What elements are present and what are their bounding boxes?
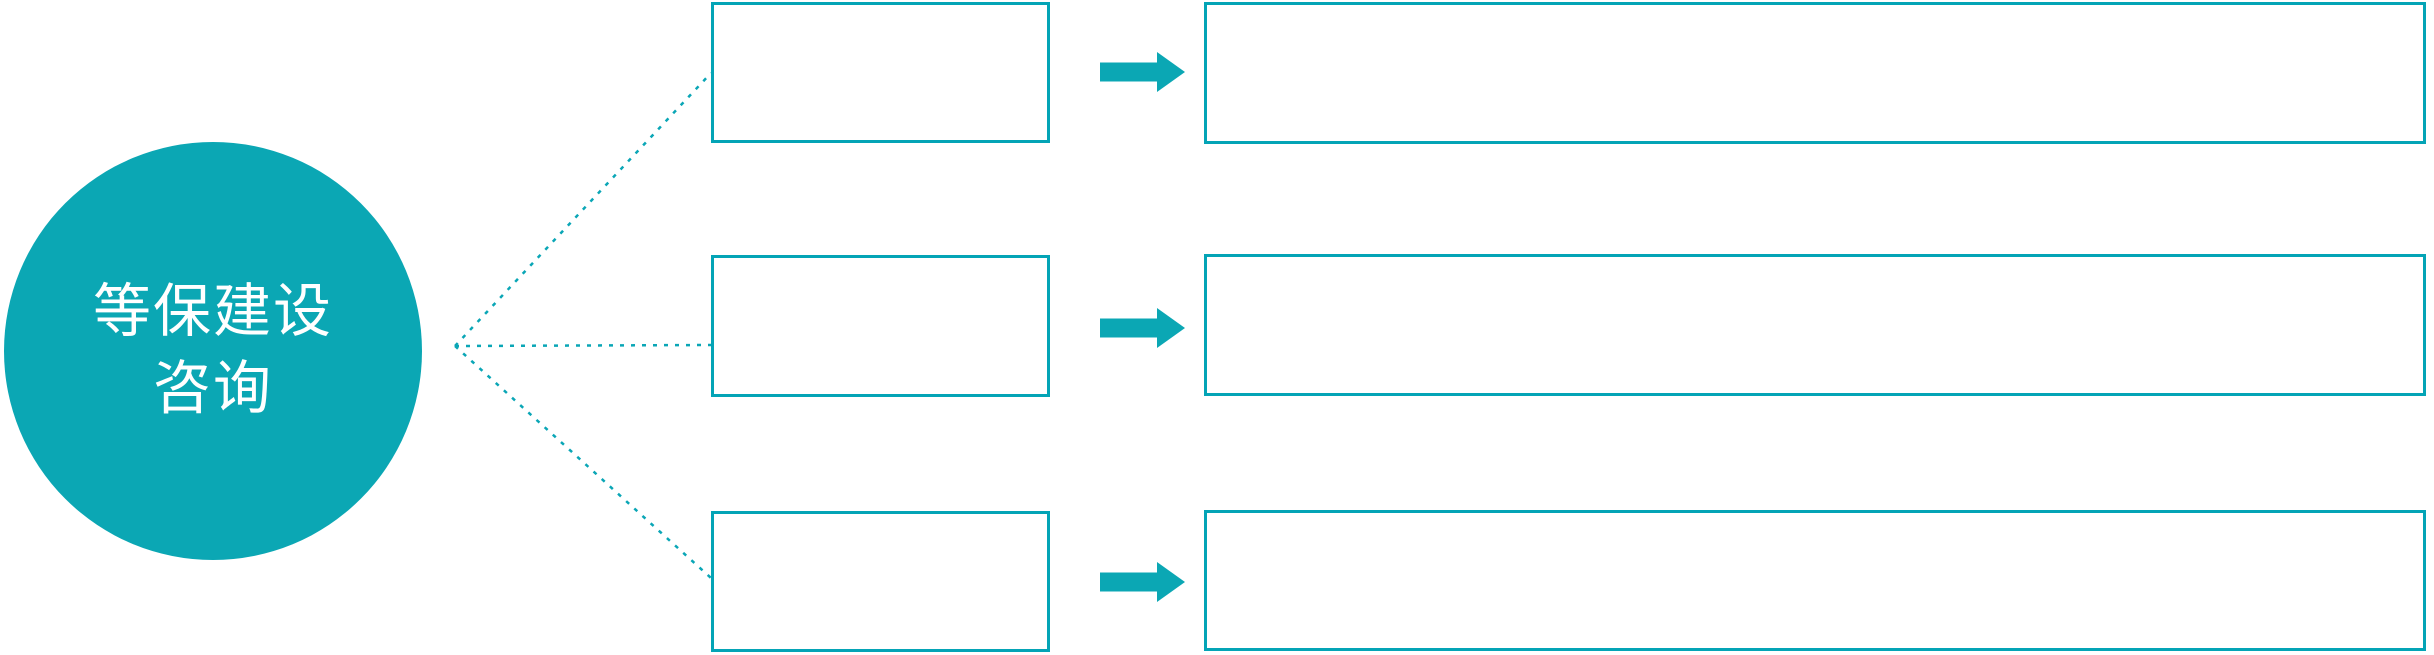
small-box-row2-text (714, 258, 1047, 394)
right-arrow-icon (1100, 308, 1185, 348)
small-box-row3-text (714, 514, 1047, 649)
connector-line-top (454, 72, 712, 347)
large-box-row3-text (1207, 513, 2423, 648)
small-box-row1-text (714, 5, 1047, 140)
large-box-row3 (1204, 510, 2426, 651)
large-box-row2 (1204, 254, 2426, 396)
small-box-row3 (711, 511, 1050, 652)
right-arrow-icon (1100, 52, 1185, 92)
small-box-row1 (711, 2, 1050, 143)
connector-line-bottom (454, 345, 712, 579)
hub-circle: 等保建设 咨询 (4, 142, 422, 560)
large-box-row2-text (1207, 257, 2423, 393)
connector-line-middle (454, 343, 712, 348)
hub-label-line2: 咨询 (152, 356, 273, 421)
large-box-row1 (1204, 2, 2426, 144)
hub-label: 等保建设 咨询 (93, 274, 333, 427)
hub-label-line1: 等保建设 (92, 279, 333, 345)
right-arrow-icon (1100, 562, 1185, 602)
small-box-row2 (711, 255, 1050, 397)
large-box-row1-text (1207, 5, 2423, 141)
